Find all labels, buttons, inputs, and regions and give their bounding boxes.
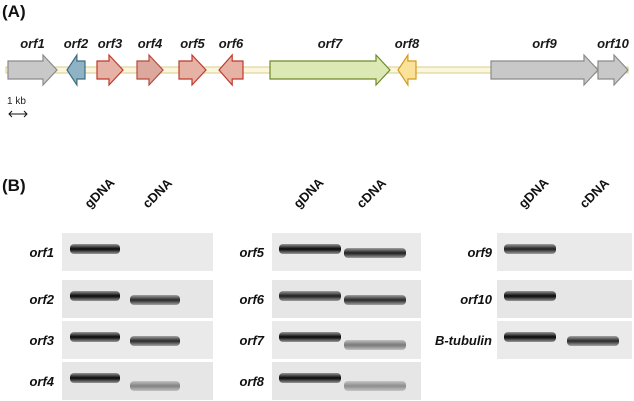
- gene-arrow-orf4: [136, 53, 164, 87]
- gel-row-label-orf8: orf8: [239, 374, 264, 389]
- band-orf9-gdna: [504, 244, 556, 254]
- gene-arrow-orf5: [178, 53, 207, 87]
- panel-a-letter: (A): [2, 2, 26, 21]
- gel-strip-orf1: [62, 233, 213, 271]
- gel-row-label-orf5: orf5: [239, 245, 264, 260]
- band-orf7-gdna: [279, 332, 341, 342]
- band-orf4-cdna: [130, 381, 180, 391]
- band-orf6-cdna: [344, 295, 406, 305]
- gel-strip-orf7: [272, 321, 421, 359]
- band-b-tubulin-gdna: [504, 332, 556, 342]
- gene-label-orf5: orf5: [180, 36, 205, 51]
- gel-strip-b-tubulin: [497, 321, 632, 359]
- gel-2-header-cdna: cDNA: [353, 175, 390, 211]
- band-orf1-gdna: [70, 244, 120, 254]
- gene-cluster-map: [5, 53, 629, 87]
- gel-strip-orf3: [62, 321, 213, 359]
- gel-row-label-orf3: orf3: [29, 333, 54, 348]
- gel-row-label-orf2: orf2: [29, 292, 54, 307]
- gel-1-header-gdna: gDNA: [81, 174, 118, 211]
- band-orf6-gdna: [279, 291, 341, 301]
- band-orf3-cdna: [130, 336, 180, 346]
- scale-bar-arrow: [8, 106, 28, 118]
- band-orf5-gdna: [279, 244, 341, 254]
- gene-label-orf7: orf7: [317, 36, 343, 51]
- gene-label-orf4: orf4: [137, 36, 163, 51]
- gene-arrow-orf2: [66, 53, 86, 87]
- band-orf8-cdna: [344, 381, 406, 391]
- gene-label-orf10: orf10: [597, 36, 629, 51]
- gel-row-label-orf1: orf1: [29, 245, 54, 260]
- gel-strip-orf9: [497, 233, 632, 271]
- gel-1-header-cdna: cDNA: [139, 175, 176, 211]
- gene-arrow-orf1: [7, 53, 58, 87]
- panel-b-letter: (B): [2, 176, 26, 195]
- band-b-tubulin-cdna: [567, 336, 619, 346]
- gel-strip-orf5: [272, 233, 421, 271]
- gel-3-header-cdna: cDNA: [576, 175, 613, 211]
- gel-row-label-orf7: orf7: [239, 333, 264, 348]
- gene-label-orf9: orf9: [532, 36, 557, 51]
- gel-row-label-orf4: orf4: [29, 374, 54, 389]
- scale-bar-label: 1 kb: [7, 96, 26, 107]
- band-orf8-gdna: [279, 373, 341, 383]
- gel-row-label-orf6: orf6: [239, 292, 264, 307]
- gel-2-header-gdna: gDNA: [290, 174, 327, 211]
- gene-label-orf2: orf2: [63, 36, 89, 51]
- band-orf3-gdna: [70, 332, 120, 342]
- gene-arrow-orf9: [490, 53, 599, 87]
- gene-label-orf1: orf1: [20, 36, 45, 51]
- gel-strip-orf2: [62, 280, 213, 318]
- gene-arrow-orf10: [597, 53, 629, 87]
- gene-label-orf6: orf6: [218, 36, 244, 51]
- gel-strip-orf4: [62, 362, 213, 400]
- gel-strip-orf8: [272, 362, 421, 400]
- band-orf10-gdna: [504, 291, 556, 301]
- gel-row-label-b-tubulin: B-tubulin: [434, 333, 492, 348]
- gel-row-label-orf10: orf10: [460, 292, 492, 307]
- band-orf4-gdna: [70, 373, 120, 383]
- gene-arrow-orf6: [218, 53, 244, 87]
- gel-strip-orf10: [497, 280, 632, 318]
- band-orf2-cdna: [130, 295, 180, 305]
- gene-arrow-orf3: [96, 53, 124, 87]
- band-orf2-gdna: [70, 291, 120, 301]
- band-orf5-cdna: [344, 248, 406, 258]
- band-orf7-cdna: [344, 340, 406, 350]
- gel-3-header-gdna: gDNA: [515, 174, 552, 211]
- gene-arrow-orf8: [397, 53, 417, 87]
- gel-strip-orf6: [272, 280, 421, 318]
- gene-arrow-orf7: [269, 53, 391, 87]
- gene-label-orf8: orf8: [394, 36, 420, 51]
- gene-label-orf3: orf3: [97, 36, 123, 51]
- gel-row-label-orf9: orf9: [467, 245, 492, 260]
